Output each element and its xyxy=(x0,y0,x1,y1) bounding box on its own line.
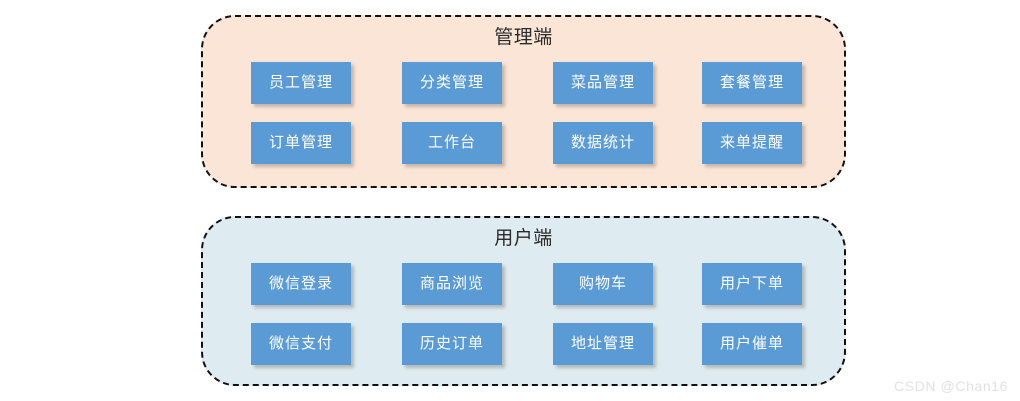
group-admin: 管理端 员工管理 分类管理 菜品管理 套餐管理 订单管理 xyxy=(201,15,846,188)
module-box-label: 工作台 xyxy=(427,135,476,151)
module-box-label: 用户下单 xyxy=(719,276,784,292)
module-box-label: 微信支付 xyxy=(268,336,333,352)
module-box-label: 数据统计 xyxy=(570,135,635,151)
group-admin-title: 管理端 xyxy=(494,27,553,48)
group-user: 用户端 微信登录 商品浏览 购物车 用户下单 微信支付 xyxy=(201,216,846,386)
module-box-address-management[interactable]: 地址管理 xyxy=(553,323,653,365)
group-user-row-2: 微信支付 历史订单 地址管理 用户催单 xyxy=(203,323,844,365)
module-box-label: 来单提醒 xyxy=(719,135,784,151)
module-box-label: 历史订单 xyxy=(419,336,484,352)
module-box-combo-management[interactable]: 套餐管理 xyxy=(702,62,802,104)
module-box-label: 套餐管理 xyxy=(719,75,784,91)
module-box-wechat-login[interactable]: 微信登录 xyxy=(251,263,351,305)
module-box-label: 用户催单 xyxy=(719,336,784,352)
group-admin-row-1: 员工管理 分类管理 菜品管理 套餐管理 xyxy=(203,62,844,104)
group-admin-module-grid: 员工管理 分类管理 菜品管理 套餐管理 订单管理 工作台 xyxy=(203,62,844,164)
module-box-label: 分类管理 xyxy=(419,75,484,91)
module-box-workbench[interactable]: 工作台 xyxy=(402,122,502,164)
module-box-label: 员工管理 xyxy=(268,75,333,91)
module-box-label: 订单管理 xyxy=(268,135,333,151)
module-box-label: 地址管理 xyxy=(570,336,635,352)
module-box-dish-management[interactable]: 菜品管理 xyxy=(553,62,653,104)
watermark: CSDN @Chan16 xyxy=(893,378,1008,394)
module-box-order-management[interactable]: 订单管理 xyxy=(251,122,351,164)
module-box-label: 商品浏览 xyxy=(419,276,484,292)
module-box-shopping-cart[interactable]: 购物车 xyxy=(553,263,653,305)
group-user-row-1: 微信登录 商品浏览 购物车 用户下单 xyxy=(203,263,844,305)
group-admin-row-2: 订单管理 工作台 数据统计 来单提醒 xyxy=(203,122,844,164)
module-box-data-statistics[interactable]: 数据统计 xyxy=(553,122,653,164)
module-box-user-order-reminder[interactable]: 用户催单 xyxy=(702,323,802,365)
module-box-label: 微信登录 xyxy=(268,276,333,292)
module-box-order-history[interactable]: 历史订单 xyxy=(402,323,502,365)
module-box-category-management[interactable]: 分类管理 xyxy=(402,62,502,104)
module-box-label: 菜品管理 xyxy=(570,75,635,91)
module-box-user-place-order[interactable]: 用户下单 xyxy=(702,263,802,305)
module-box-wechat-pay[interactable]: 微信支付 xyxy=(251,323,351,365)
group-user-title: 用户端 xyxy=(494,228,553,249)
module-box-employee-management[interactable]: 员工管理 xyxy=(251,62,351,104)
group-user-module-grid: 微信登录 商品浏览 购物车 用户下单 微信支付 历史订单 xyxy=(203,263,844,365)
module-box-new-order-reminder[interactable]: 来单提醒 xyxy=(702,122,802,164)
module-box-label: 购物车 xyxy=(578,276,627,292)
module-box-product-browsing[interactable]: 商品浏览 xyxy=(402,263,502,305)
